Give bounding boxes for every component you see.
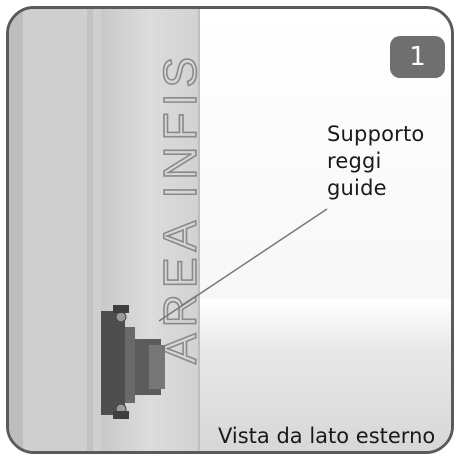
view-caption: Vista da lato esterno bbox=[218, 424, 436, 448]
callout-leader-line bbox=[158, 208, 328, 322]
wall-left-edge bbox=[9, 9, 23, 451]
wall-lettering: AREA INFIS bbox=[154, 51, 206, 364]
wall-left-edge-2 bbox=[87, 9, 93, 451]
step-number-badge: 1 bbox=[390, 36, 445, 78]
illustration-frame: AREA INFIS 1 Supporto reggi guide Vista … bbox=[6, 6, 454, 454]
wall-left-strip bbox=[9, 9, 101, 451]
scene-illustration: AREA INFIS bbox=[9, 9, 451, 451]
guide-support-bracket bbox=[101, 305, 165, 419]
floor-shade bbox=[199, 299, 451, 451]
callout-label: Supporto reggi guide bbox=[327, 122, 425, 200]
